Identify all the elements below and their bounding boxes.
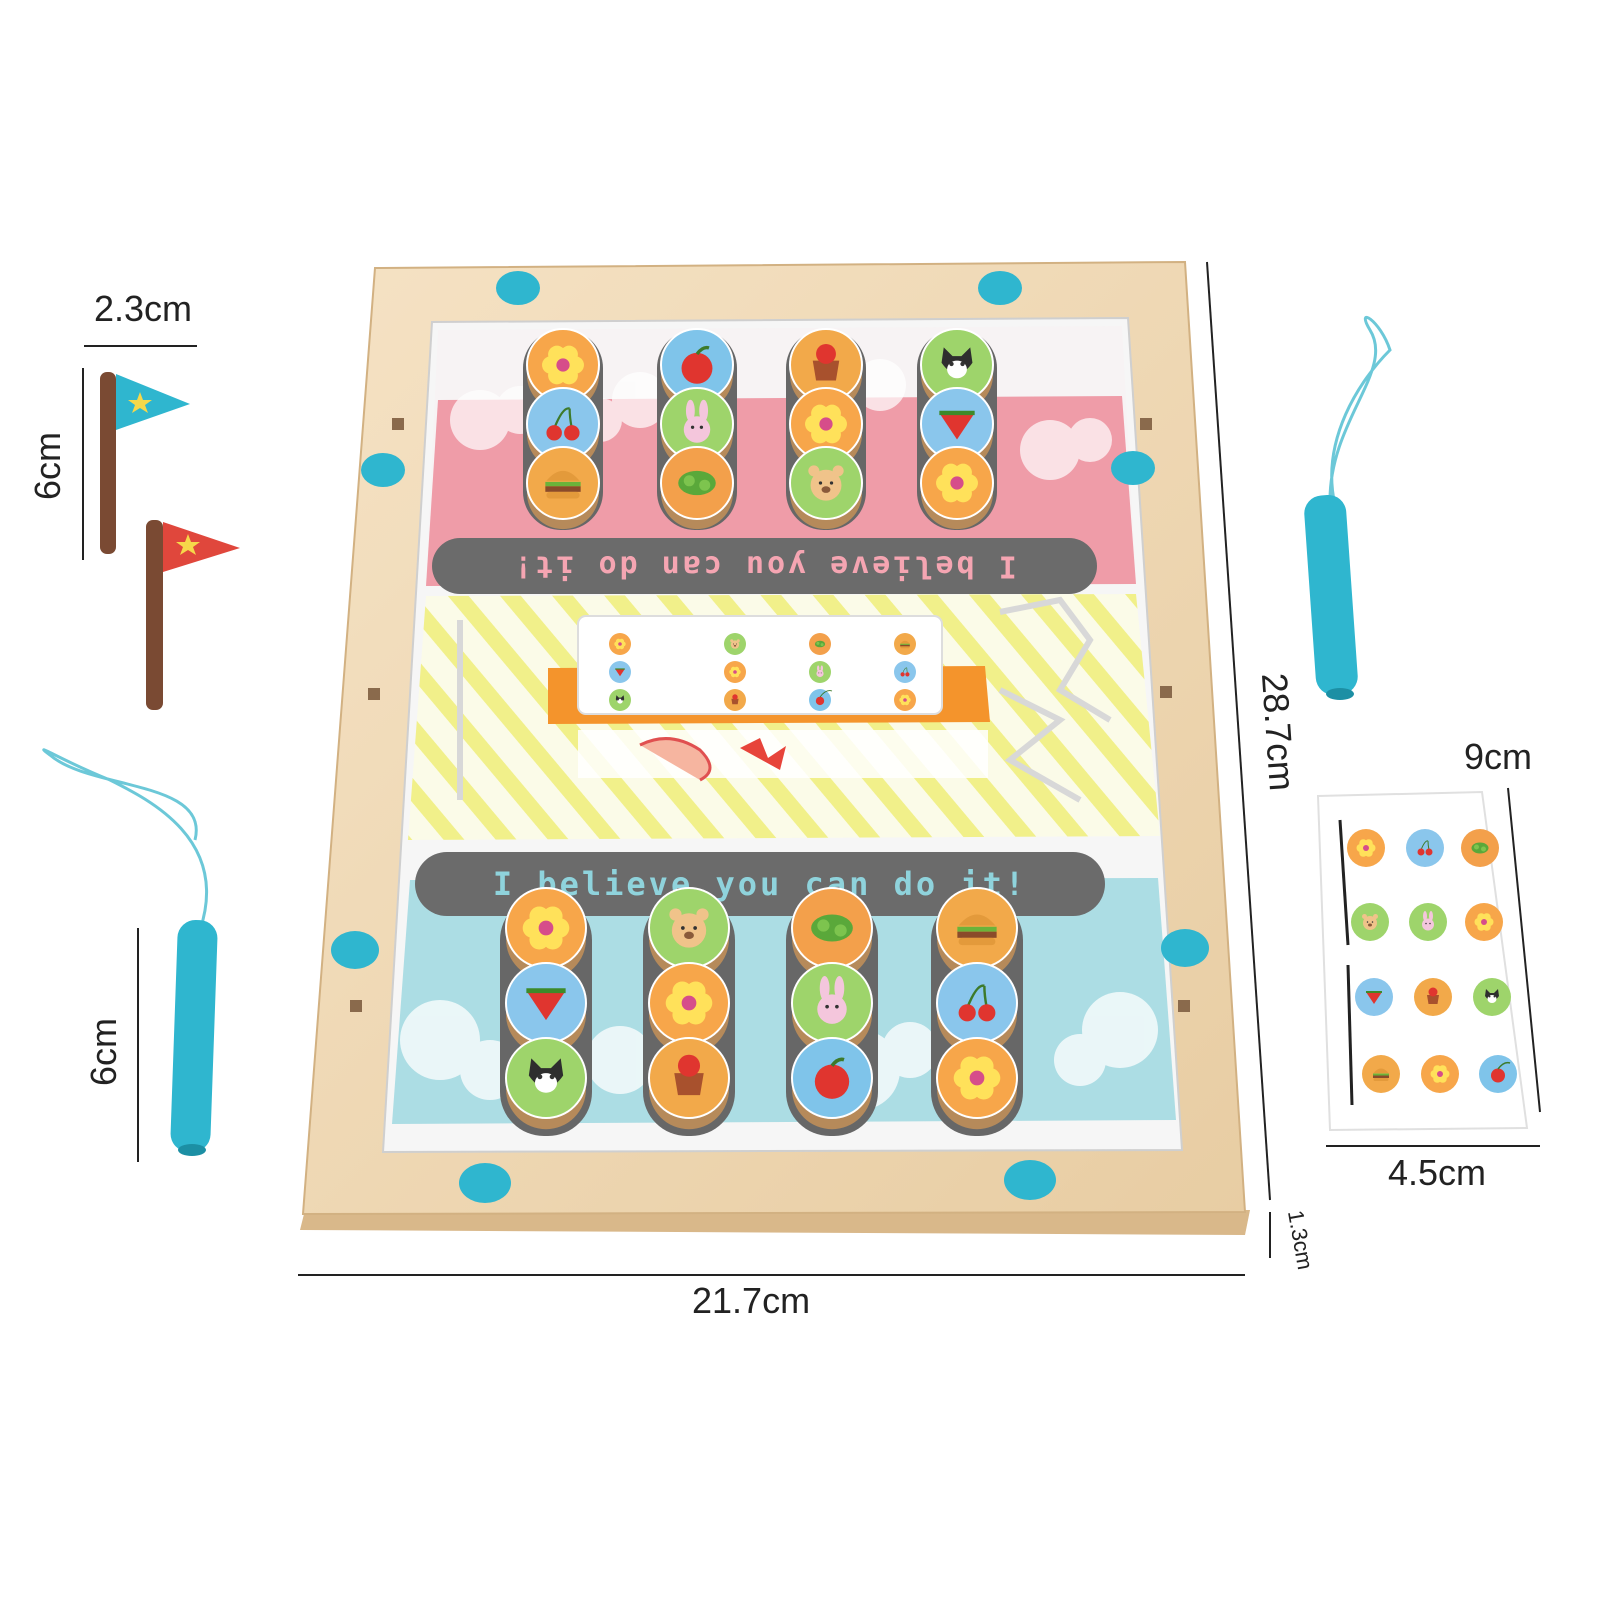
maze-board: I believe you can do it! I believe y — [300, 260, 1250, 1235]
flag-height-label: 6cm — [27, 431, 68, 501]
star-icon — [128, 392, 152, 413]
top-column — [917, 328, 997, 530]
center-pattern-card — [577, 615, 943, 715]
maze-walls — [457, 596, 1112, 803]
burger-token — [936, 887, 1018, 980]
flag-red — [146, 520, 240, 710]
burger-token — [526, 446, 600, 530]
card-width-label: 4.5cm — [1388, 1152, 1487, 1193]
bottom-slogan-bar — [415, 852, 1105, 916]
burger-card-icon — [1362, 1055, 1400, 1093]
star-icon — [176, 534, 200, 555]
stick-length-label: 6cm — [83, 1017, 124, 1087]
apple-card-icon — [1479, 1055, 1517, 1093]
watermelon-card-icon — [609, 661, 631, 683]
flower-token — [505, 887, 587, 980]
veggie-token — [791, 887, 873, 980]
top-token-columns — [523, 328, 997, 530]
rabbit-card-icon — [809, 661, 831, 683]
pot-card-icon — [724, 689, 746, 711]
pot-card-icon — [1414, 978, 1452, 1016]
flag-teal — [100, 372, 190, 554]
flower-card-icon — [1421, 1055, 1459, 1093]
flower-token — [648, 962, 730, 1055]
board-width-label: 21.7cm — [692, 1280, 811, 1321]
bear-token — [648, 887, 730, 980]
cherries-card-icon — [1406, 829, 1444, 867]
card-height-label: 9cm — [1464, 736, 1533, 777]
partial-hero-figure — [639, 737, 786, 782]
veggie-card-icon — [809, 633, 831, 655]
flower-token — [920, 446, 994, 530]
flower-card-icon — [609, 633, 631, 655]
pattern-card — [1316, 790, 1529, 1132]
bear-card-icon — [724, 633, 746, 655]
bear-token — [789, 446, 863, 530]
watermelon-token — [505, 962, 587, 1055]
bottom-slogan-text: I believe you can do it! — [493, 865, 1027, 903]
bottom-column — [500, 887, 592, 1136]
cat-card-icon — [609, 689, 631, 711]
bottom-column — [786, 887, 878, 1136]
dimension-lines — [82, 261, 1541, 1276]
pot-token — [648, 1037, 730, 1130]
flower-token — [936, 1037, 1018, 1130]
board-magnets — [331, 271, 1209, 1203]
bottom-token-columns — [500, 887, 1023, 1136]
bear-card-icon — [1351, 903, 1389, 941]
top-column — [786, 328, 866, 530]
top-column — [657, 328, 737, 530]
top-slogan-text: I believe you can do it! — [511, 549, 1016, 584]
magnetic-stick-right — [1304, 316, 1392, 700]
flag-width-label: 2.3cm — [94, 288, 193, 329]
rabbit-card-icon — [1409, 903, 1447, 941]
cat-card-icon — [1473, 978, 1511, 1016]
top-slogan-bar — [432, 538, 1097, 594]
top-column — [523, 328, 603, 530]
apple-card-icon — [809, 689, 833, 711]
veggie-card-icon — [1461, 829, 1499, 867]
bottom-column — [931, 887, 1023, 1136]
side-card-icons — [1347, 829, 1517, 1093]
board-edge — [300, 1210, 1250, 1235]
cherries-token — [936, 962, 1018, 1055]
board-height-label: 28.7cm — [1253, 671, 1304, 793]
flower-card-icon — [724, 661, 746, 683]
flower-card-icon — [1465, 903, 1503, 941]
veggie-token — [660, 446, 734, 530]
cherries-card-icon — [894, 661, 916, 683]
magnetic-stick-left — [42, 748, 218, 1156]
bottom-column — [643, 887, 735, 1136]
cat-token — [505, 1037, 587, 1130]
flower-card-icon — [894, 689, 916, 711]
watermelon-card-icon — [1355, 978, 1393, 1016]
flower-card-icon — [1347, 829, 1385, 867]
center-card-icons — [609, 633, 916, 711]
apple-token — [791, 1037, 873, 1130]
burger-card-icon — [894, 633, 916, 655]
rabbit-token — [791, 962, 873, 1055]
board-slots — [350, 418, 1190, 1012]
